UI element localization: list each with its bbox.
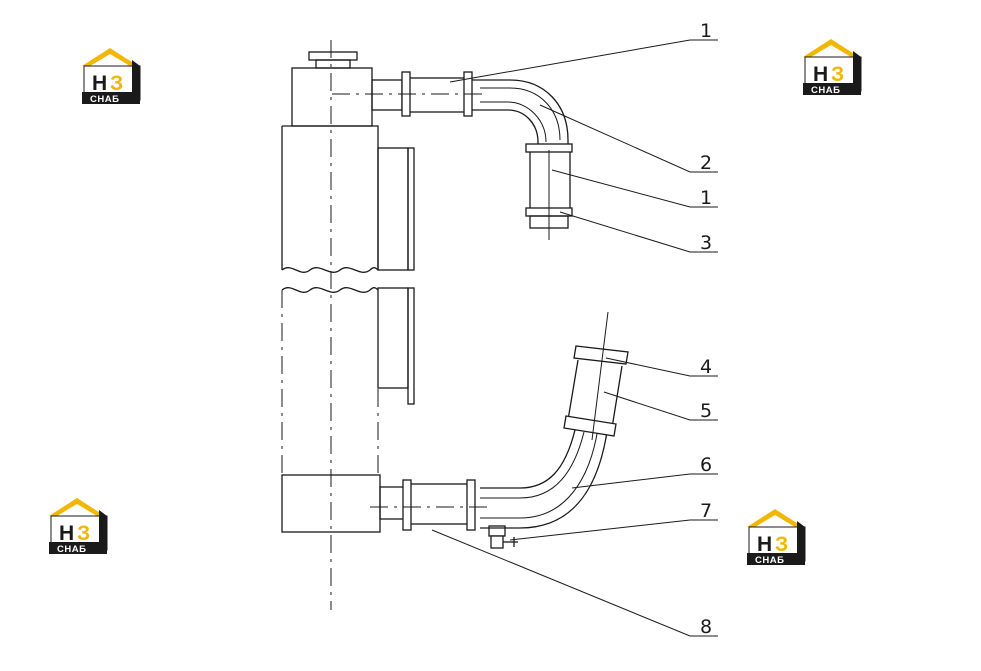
callout-7: 7 <box>700 500 712 522</box>
lower-elbow-inner <box>480 429 576 489</box>
lower-elbow-mid <box>480 427 599 519</box>
logo-letter-n: Н <box>92 72 107 95</box>
leader-4 <box>605 357 718 377</box>
top-cap-neck <box>315 59 351 69</box>
callout-3: 3 <box>700 232 712 254</box>
lower-up-clamp-b <box>563 415 617 437</box>
lower-clamp-a <box>402 479 412 531</box>
leader-2 <box>539 104 718 173</box>
upper-elbow-inner <box>472 109 539 150</box>
logo-bottom-left: Н З СНАБ <box>48 497 108 555</box>
break-line-upper <box>281 267 379 273</box>
lower-up-axis <box>591 311 609 441</box>
leader-lines <box>431 39 718 637</box>
upper-elbow-outer <box>472 79 569 150</box>
leader-3 <box>559 211 718 253</box>
top-cap-flange <box>308 51 358 61</box>
side-plate-edge-upper <box>407 147 415 271</box>
logo-letter-z: З <box>775 533 788 556</box>
logo-caption: СНАБ <box>755 555 784 566</box>
side-plate-edge-lower <box>407 287 415 405</box>
callout-1-mid: 1 <box>700 187 712 209</box>
break-line-lower <box>281 287 379 293</box>
lower-stub <box>379 486 407 520</box>
logo-caption: СНАБ <box>57 544 86 555</box>
leader-6 <box>571 473 718 489</box>
lower-elbow-outer <box>480 424 609 529</box>
leader-7 <box>509 519 718 541</box>
logo-letter-n: Н <box>813 63 828 86</box>
leader-1-top <box>449 39 718 83</box>
upper-stub <box>371 79 403 111</box>
callout-8: 8 <box>700 616 712 638</box>
logo-bottom-right: Н З СНАБ <box>746 508 806 566</box>
upper-sleeve <box>407 77 471 113</box>
logo-top-left: Н З СНАБ <box>81 47 141 105</box>
upper-down-sleeve <box>529 147 571 215</box>
lower-clamp-b <box>466 479 476 531</box>
logo-letter-z: З <box>77 522 90 545</box>
lower-shell-hidden <box>281 290 379 475</box>
upper-pipe <box>332 71 573 240</box>
side-plate-upper <box>377 147 409 271</box>
logo-letter-z: З <box>831 63 844 86</box>
upper-shell <box>281 125 379 270</box>
callout-6: 6 <box>700 454 712 476</box>
drain-valve-body <box>490 535 504 549</box>
callout-4: 4 <box>700 356 712 378</box>
callout-2: 2 <box>700 152 712 174</box>
logo-caption: СНАБ <box>811 85 840 96</box>
logo-letter-z: З <box>110 72 123 95</box>
leader-1-mid <box>551 169 718 208</box>
main-body <box>281 40 415 610</box>
leader-5 <box>603 391 718 421</box>
side-plate-lower <box>377 287 409 389</box>
upper-header-box <box>291 67 373 127</box>
lower-pipe <box>370 311 629 549</box>
logo-letter-n: Н <box>59 522 74 545</box>
lower-up-sleeve <box>567 359 623 429</box>
callout-labels: 1 2 1 3 4 5 6 7 8 <box>700 20 712 638</box>
logo-letter-n: Н <box>757 533 772 556</box>
leader-8 <box>431 529 718 637</box>
lower-sleeve <box>409 483 473 525</box>
upper-elbow-mid <box>480 87 561 143</box>
logo-top-right: Н З СНАБ <box>802 38 862 96</box>
logo-caption: СНАБ <box>90 94 119 105</box>
callout-1-top: 1 <box>700 20 712 42</box>
callout-5: 5 <box>700 400 712 422</box>
